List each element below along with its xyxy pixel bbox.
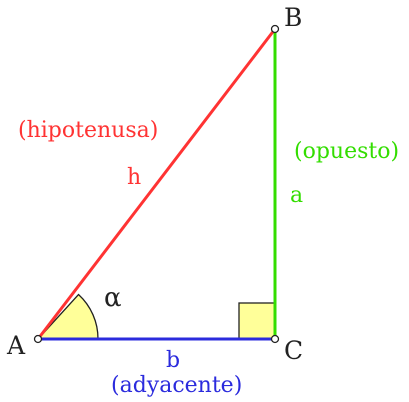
side-hypotenuse-line bbox=[36, 28, 277, 340]
adjacent-name-label: (adyacente) bbox=[111, 373, 242, 398]
vertex-c-dot bbox=[270, 334, 280, 344]
hypotenuse-letter-label: h bbox=[127, 165, 141, 190]
vertex-a-label: A bbox=[6, 331, 26, 360]
opposite-letter-label: a bbox=[290, 183, 303, 208]
opposite-name-label: (opuesto) bbox=[294, 139, 399, 164]
vertex-a-dot bbox=[33, 334, 43, 344]
hypotenuse-name-label: (hipotenusa) bbox=[18, 118, 158, 143]
vertex-b-label: B bbox=[284, 3, 302, 32]
vertex-c-label: C bbox=[284, 336, 303, 365]
right-angle-marker bbox=[238, 302, 276, 340]
adjacent-letter-label: b bbox=[166, 348, 180, 373]
vertex-b-dot bbox=[270, 24, 280, 34]
angle-alpha-label: α bbox=[104, 283, 122, 313]
